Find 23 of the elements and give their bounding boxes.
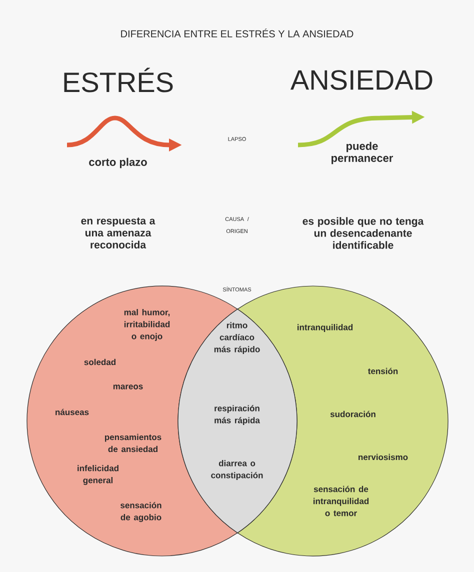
symptom-text: infelicidad general: [78, 465, 118, 485]
symptom-text: pensamientos de ansiedad: [105, 434, 162, 452]
symptom-text: intranquilidad: [298, 324, 353, 332]
symptom-text: diarrea o constipación: [211, 460, 263, 480]
heading: ANSIEDAD: [290, 70, 432, 90]
description-text: corto plazo: [89, 158, 147, 168]
description-text: puede permanecer: [332, 142, 393, 164]
symptom-text: sensación de intranquilidad o temor: [314, 486, 369, 516]
title: DIFERENCIA ENTRE EL ESTRÉS Y LA ANSIEDAD: [121, 28, 354, 38]
description-text: es posible que no tenga un desencadenante identificable: [302, 217, 424, 249]
symptom-text: soledad: [84, 358, 116, 366]
symptom-text: sensación de agobio: [120, 502, 162, 522]
description-text: en respuesta a una amenaza reconocida: [81, 218, 156, 248]
symptom-text: náuseas: [56, 408, 89, 416]
symptom-text: sudoración: [330, 410, 376, 418]
symptom-text: tensión: [368, 368, 398, 374]
symptom-text: ritmo cardíaco más rápido: [214, 322, 260, 354]
overlap-region: [178, 308, 298, 534]
heading: ESTRÉS: [64, 68, 173, 92]
symptom-text: nerviosismo: [358, 454, 408, 460]
symptom-text: respiración más rápida: [214, 405, 260, 425]
symptom-text: mareos: [113, 384, 143, 390]
symptom-text: mal humor, irritabilidad o enojo: [124, 309, 170, 341]
